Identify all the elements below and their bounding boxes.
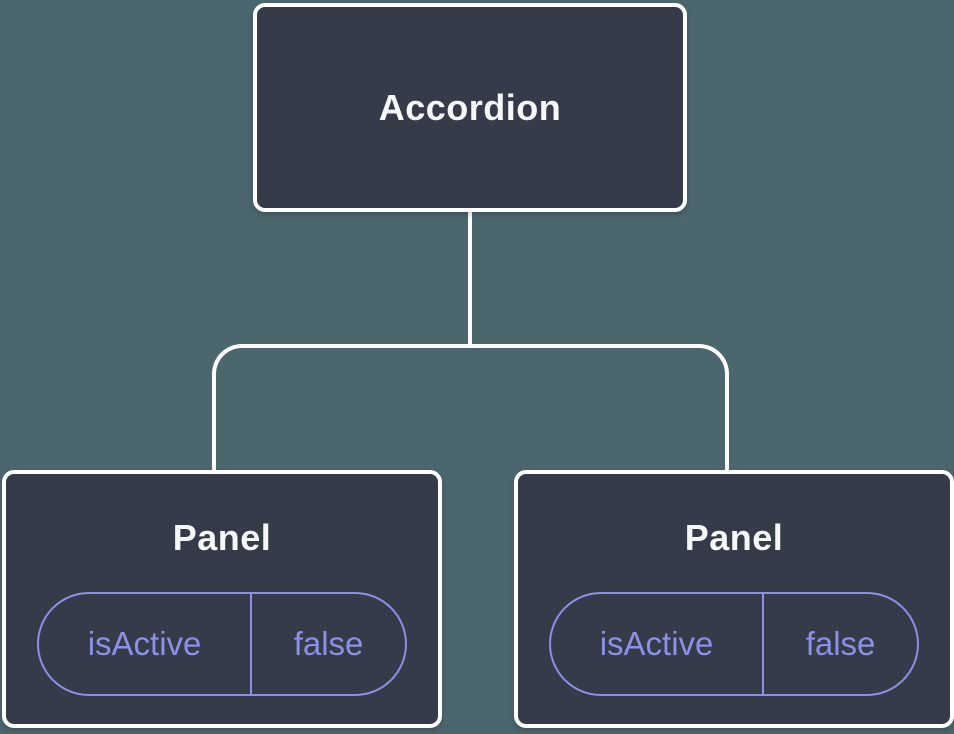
- state-name: isActive: [551, 594, 765, 694]
- connector-branch-bracket: [212, 344, 729, 470]
- tree-node-panel: Panel isActive false: [514, 470, 954, 728]
- state-pill: isActive false: [37, 592, 407, 696]
- node-label: Panel: [172, 517, 272, 558]
- connector-root-stem: [468, 212, 472, 348]
- state-value: false: [293, 625, 364, 662]
- tree-node-accordion: Accordion: [253, 3, 687, 212]
- state-name: isActive: [39, 594, 253, 694]
- node-label: Panel: [684, 517, 784, 558]
- node-label: Accordion: [378, 86, 562, 128]
- state-value: false: [805, 625, 876, 662]
- state-pill: isActive false: [549, 592, 919, 696]
- tree-node-panel: Panel isActive false: [2, 470, 442, 728]
